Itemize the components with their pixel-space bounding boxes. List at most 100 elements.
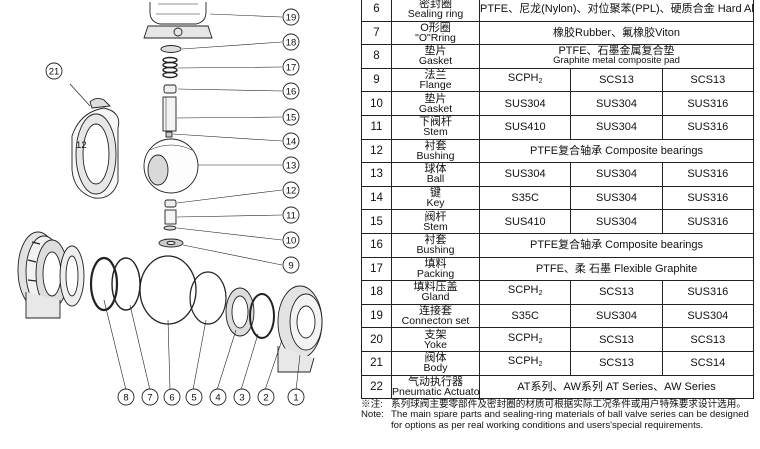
material-text: PTFE复合轴承 Composite bearings: [530, 239, 703, 252]
material-all: PTFE复合轴承 Composite bearings: [479, 138, 754, 164]
material-value: SCS13: [599, 286, 634, 299]
part-number: 22: [361, 374, 392, 400]
callout-13: 13: [282, 156, 300, 174]
part-number: 6: [361, 0, 392, 22]
callout-8: 8: [117, 388, 135, 406]
material-value: SUS410: [504, 215, 546, 228]
material-col-2: SUS304: [570, 162, 663, 187]
note-en-label: Note:: [361, 409, 384, 421]
part-number-text: 7: [373, 26, 380, 39]
svg-text:2: 2: [263, 393, 268, 404]
material-value: SUS304: [596, 310, 637, 323]
material-value: SUS304: [504, 97, 546, 110]
material-text: PTFE、尼龙(Nylon)、对位聚苯(PPL)、硬质合金 Hard Alloy: [480, 3, 754, 16]
material-col-1: S35C: [478, 303, 572, 329]
part-name-zh: 垫片: [424, 92, 447, 105]
material-value: SCPH: [507, 355, 539, 368]
svg-text:16: 16: [286, 87, 297, 98]
material-value: SUS410: [504, 121, 546, 134]
part-number-text: 13: [370, 168, 383, 181]
svg-text:5: 5: [191, 393, 196, 404]
material-subscript: 2: [538, 290, 543, 298]
material-value: SCPH: [507, 331, 539, 344]
note-zh-text: 系列球阀主要零部件及密封圈的材质可根据实际工况条件或用户特殊要求设计选用。: [391, 399, 746, 410]
part-name-zh: 键: [430, 187, 441, 200]
material-value: SCS14: [690, 357, 726, 370]
part-name-zh: 阀杆: [424, 210, 447, 223]
part-number: 19: [361, 303, 392, 329]
svg-text:1: 1: [293, 393, 298, 404]
callout-11: 11: [282, 206, 300, 224]
note-en: Note: The main spare parts and sealing-r…: [361, 410, 757, 431]
part-name-en: Pneumatic Actuator: [392, 385, 480, 398]
note-zh: ※注: 系列球阀主要零部件及密封圈的材质可根据实际工况条件或用户特殊要求设计选用…: [361, 399, 757, 410]
part-number-text: 22: [370, 380, 383, 393]
callout-7: 7: [141, 388, 159, 406]
part-name-zh: 衬套: [424, 234, 447, 247]
material-subscript: 2: [538, 337, 543, 345]
material-value: SUS316: [687, 286, 729, 299]
material-text: 橡胶Rubber、氟橡胶Viton: [553, 26, 680, 39]
part-name-zh: 垫片: [424, 45, 447, 58]
material-all: PTFE、柔 石墨 Flexible Graphite: [479, 256, 754, 282]
part-name-en: Ball: [426, 173, 445, 186]
callout-4: 4: [209, 388, 227, 406]
material-col-1: SUS410: [478, 114, 572, 140]
part-name-en: Packing: [416, 267, 455, 280]
material-col-2: SCS13: [570, 327, 663, 352]
material-col-3: SUS304: [661, 303, 755, 329]
part-number-text: 10: [370, 97, 383, 110]
svg-text:18: 18: [286, 38, 297, 49]
callout-12: 12: [282, 181, 300, 199]
material-col-2: SUS304: [570, 185, 663, 211]
part-name-zh: 阀体: [424, 352, 447, 365]
material-col-1: SCPH2: [478, 67, 572, 93]
material-col-2: SUS304: [570, 114, 663, 140]
part-name-en: Bushing: [416, 244, 455, 257]
svg-text:12: 12: [286, 186, 297, 197]
part-number: 11: [361, 114, 392, 140]
callout-15: 15: [282, 108, 300, 126]
svg-text:10: 10: [286, 236, 297, 247]
material-col-1: S35C: [478, 185, 572, 211]
part-name-zh: 下阀杆: [419, 116, 452, 129]
part-name-en: Gland: [421, 291, 450, 304]
svg-text:9: 9: [288, 261, 293, 272]
part-number-text: 12: [370, 144, 383, 157]
material-col-1: SUS410: [478, 209, 572, 234]
material-col-2: SCS13: [570, 280, 663, 305]
svg-text:8: 8: [123, 393, 128, 404]
material-col-3: SUS316: [661, 91, 755, 116]
part-number-text: 6: [373, 3, 380, 16]
part-name-en: Body: [423, 362, 448, 375]
part-name-en: Gasket: [418, 55, 453, 68]
material-value: SUS316: [687, 97, 729, 110]
part-name-en: "O"Rring: [415, 31, 456, 44]
part-name-en: Connecton set: [401, 315, 470, 328]
callout-10: 10: [282, 231, 300, 249]
material-all: AT系列、AW系列 AT Series、AW Series: [479, 374, 754, 400]
part-number-text: 16: [370, 239, 383, 252]
callout-18: 18: [282, 33, 300, 51]
material-subscript: 2: [538, 361, 543, 369]
part-number: 7: [361, 20, 392, 46]
callout-21: 21: [45, 62, 63, 80]
note-zh-label: ※注:: [361, 399, 383, 410]
part-number: 10: [361, 91, 392, 116]
material-col-1: SUS304: [478, 91, 572, 116]
part-name-en: Sealing ring: [407, 8, 464, 21]
part-number: 15: [361, 209, 392, 234]
